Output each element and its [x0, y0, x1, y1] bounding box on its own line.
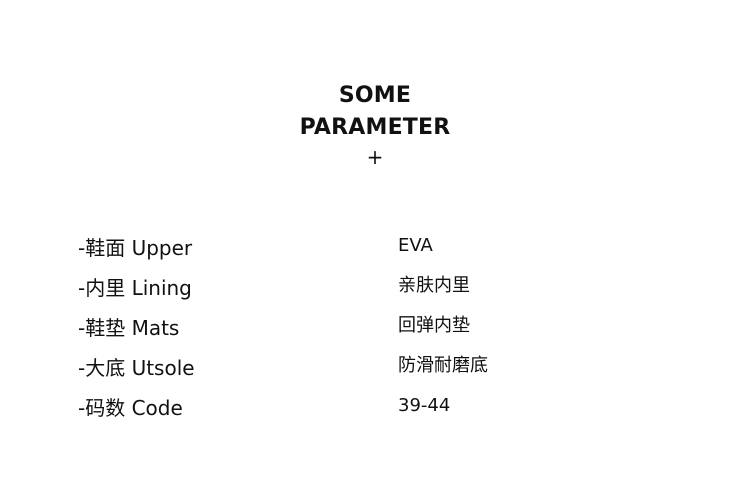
section-title-line-1: SOME: [338, 83, 412, 108]
section-header: SOME PARAMETER +: [0, 80, 750, 170]
parameter-label: -鞋垫 Mats: [78, 316, 180, 340]
parameter-label: -内里 Lining: [78, 276, 192, 300]
parameter-row-upper: -鞋面 Upper EVA: [78, 230, 678, 270]
section-title-line-2: PARAMETER: [299, 115, 451, 140]
parameter-list: -鞋面 Upper EVA -内里 Lining 亲肤内里 -鞋垫 Mats 回…: [78, 230, 678, 430]
parameter-value: 39-44: [398, 395, 451, 416]
parameter-value: EVA: [398, 235, 433, 256]
parameter-label: -鞋面 Upper: [78, 236, 193, 260]
parameter-label: -码数 Code: [78, 396, 183, 420]
parameter-value: 防滑耐磨底: [398, 355, 488, 376]
parameter-row-outsole: -大底 Utsole 防滑耐磨底: [78, 350, 678, 390]
plus-symbol: +: [366, 145, 384, 169]
parameter-row-mats: -鞋垫 Mats 回弹内垫: [78, 310, 678, 350]
parameter-value: 亲肤内里: [398, 275, 470, 296]
parameter-row-lining: -内里 Lining 亲肤内里: [78, 270, 678, 310]
parameter-value: 回弹内垫: [398, 315, 470, 336]
parameter-row-code: -码数 Code 39-44: [78, 390, 678, 430]
parameter-label: -大底 Utsole: [78, 356, 195, 380]
